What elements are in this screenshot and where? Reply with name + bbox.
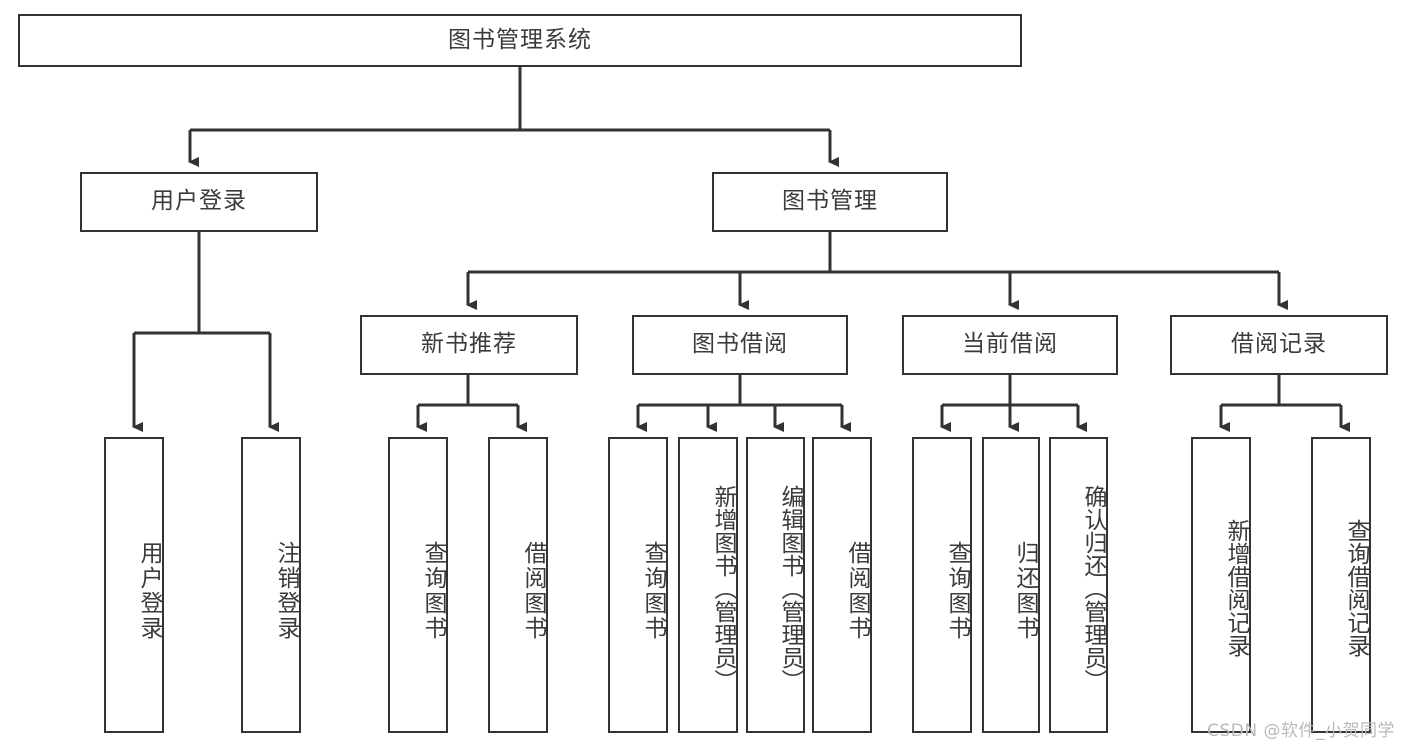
leaf-logout[interactable]: 注销登录 bbox=[241, 437, 301, 733]
leaf-borrow-book-new[interactable]: 借阅图书 bbox=[488, 437, 548, 733]
leaf-user-login[interactable]: 用户登录 bbox=[104, 437, 164, 733]
node-root-system[interactable]: 图书管理系统 bbox=[18, 14, 1022, 67]
leaf-query-book-current[interactable]: 查询图书 bbox=[912, 437, 972, 733]
node-borrow-record[interactable]: 借阅记录 bbox=[1170, 315, 1388, 375]
node-new-book-recommend[interactable]: 新书推荐 bbox=[360, 315, 578, 375]
leaf-query-borrow-record[interactable]: 查询借阅记录 bbox=[1311, 437, 1371, 733]
leaf-return-book[interactable]: 归还图书 bbox=[982, 437, 1040, 733]
leaf-add-book-admin[interactable]: 新增图书（管理员） bbox=[678, 437, 738, 733]
leaf-edit-book-admin[interactable]: 编辑图书（管理员） bbox=[746, 437, 805, 733]
node-current-borrow[interactable]: 当前借阅 bbox=[902, 315, 1118, 375]
node-book-management[interactable]: 图书管理 bbox=[712, 172, 948, 232]
leaf-borrow-book[interactable]: 借阅图书 bbox=[812, 437, 872, 733]
leaf-confirm-return-admin[interactable]: 确认归还（管理员） bbox=[1049, 437, 1108, 733]
leaf-add-borrow-record[interactable]: 新增借阅记录 bbox=[1191, 437, 1251, 733]
node-user-login[interactable]: 用户登录 bbox=[80, 172, 318, 232]
leaf-query-book-borrow[interactable]: 查询图书 bbox=[608, 437, 668, 733]
leaf-query-book-new[interactable]: 查询图书 bbox=[388, 437, 448, 733]
watermark-credit: CSDN @软件_小贺同学 bbox=[1207, 721, 1395, 741]
node-book-borrow[interactable]: 图书借阅 bbox=[632, 315, 848, 375]
